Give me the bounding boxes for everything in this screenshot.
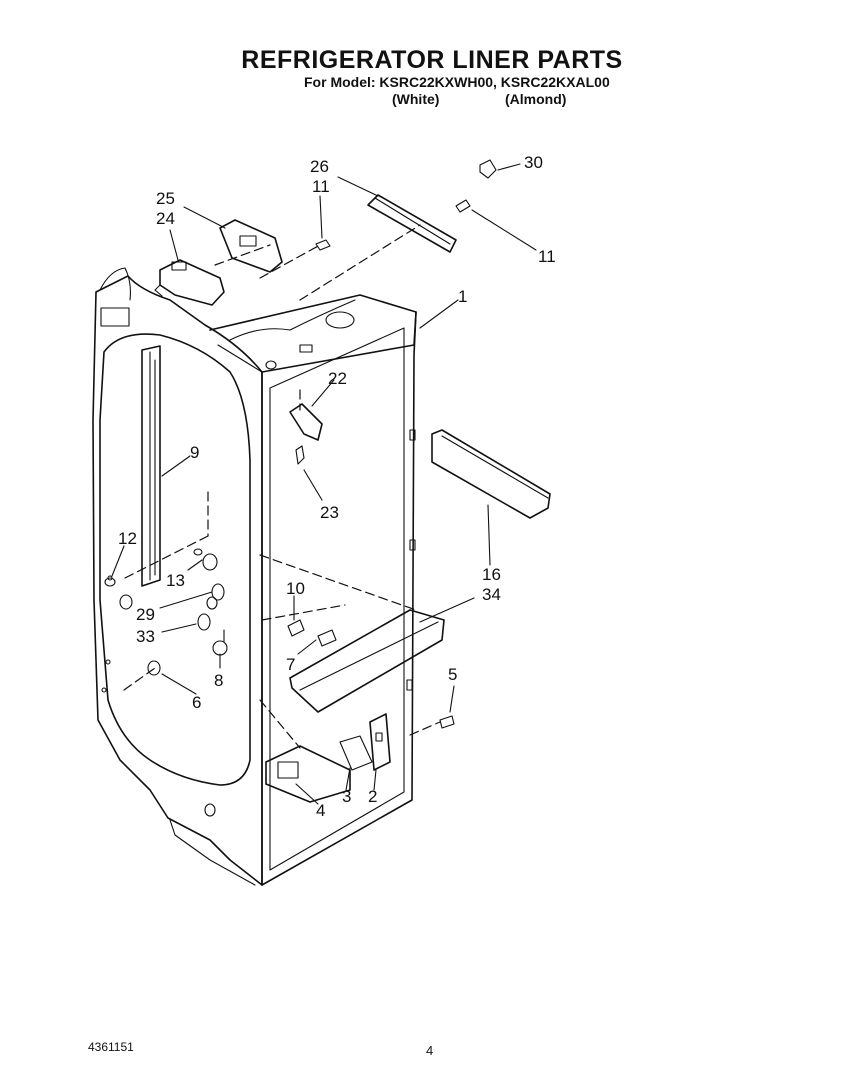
part-24-25-controls — [154, 219, 283, 306]
callout-1: 1 — [458, 287, 467, 306]
part-22-23-bracket — [289, 403, 323, 465]
callout-10: 10 — [286, 579, 305, 598]
part-16-shelf-support — [431, 429, 551, 519]
callout-34: 34 — [482, 585, 501, 604]
page-number: 4 — [426, 1043, 434, 1058]
color-almond-label: (Almond) — [505, 91, 567, 107]
part-9-rail — [141, 345, 161, 587]
callout-4: 4 — [316, 801, 325, 820]
part-11-screws — [315, 199, 471, 251]
leader-lines — [111, 163, 537, 805]
part-30-clip — [479, 159, 497, 179]
callout-30: 30 — [524, 153, 543, 172]
dashed-assembly-lines — [123, 224, 441, 749]
callout-11-left: 11 — [312, 177, 330, 196]
page-title: REFRIGERATOR LINER PARTS — [241, 46, 623, 74]
part-26-bracket — [367, 194, 457, 253]
part-2-5-hinge — [339, 713, 455, 771]
callout-labels: 26 30 25 24 11 11 1 22 9 23 12 13 16 34 … — [118, 153, 556, 820]
model-line: For Model: KSRC22KXWH00, KSRC22KXAL00 — [304, 74, 610, 90]
callout-11-right: 11 — [538, 247, 556, 266]
callout-12: 12 — [118, 529, 137, 548]
callout-33: 33 — [136, 627, 155, 646]
color-white-label: (White) — [392, 91, 440, 107]
document-number: 4361151 — [88, 1040, 134, 1054]
callout-23: 23 — [320, 503, 339, 522]
callout-16: 16 — [482, 565, 501, 584]
small-fasteners — [104, 548, 337, 676]
callout-2: 2 — [368, 787, 377, 806]
callout-29: 29 — [136, 605, 155, 624]
callout-3: 3 — [342, 787, 351, 806]
callout-22: 22 — [328, 369, 347, 388]
callout-7: 7 — [286, 655, 295, 674]
callout-9: 9 — [190, 443, 199, 462]
part-3-4-drain — [265, 745, 351, 803]
callout-26: 26 — [310, 157, 329, 176]
callout-6: 6 — [192, 693, 201, 712]
callout-8: 8 — [214, 671, 223, 690]
callout-24: 24 — [156, 209, 175, 228]
callout-13: 13 — [166, 571, 185, 590]
callout-5: 5 — [448, 665, 457, 684]
part-34-shelf-cover — [289, 609, 445, 713]
callout-25: 25 — [156, 189, 175, 208]
liner-body — [92, 267, 417, 886]
